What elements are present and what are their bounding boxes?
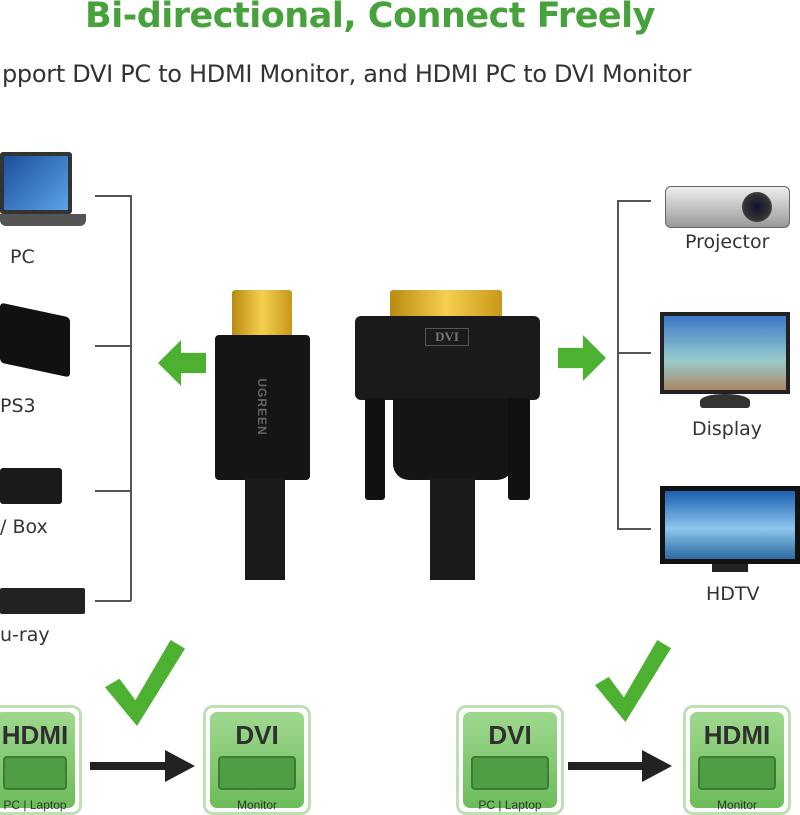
hdmi-source-box: HDMI PC | Laptop [0,705,82,815]
dvi-connector-body [355,316,540,400]
dvi-port-icon [218,756,296,790]
laptop-image [0,152,72,214]
source-label: u-ray [0,624,50,646]
dvi-label: DVI [425,328,469,346]
brand-label: UGREEN [255,378,269,436]
port-type: DVI [488,720,532,750]
source-label: PS3 [0,395,36,417]
dvi-cable [430,478,475,580]
monitor-stand [700,394,750,408]
source-label: / Box [0,516,48,538]
monitor-image [660,312,790,394]
source-label: PC [10,246,35,268]
page-title: Bi-directional, Connect Freely [85,0,655,36]
hdmi-monitor-box: HDMI Monitor [683,705,791,815]
arrow-right-icon [558,335,606,381]
dvi-monitor-box: DVI Monitor [203,705,311,815]
hdmi-cable [245,478,285,580]
port-caption: Monitor [716,798,757,812]
projector-lens [742,192,772,222]
display-label: Projector [685,231,770,253]
thumbscrew-right [508,398,530,500]
hdmi-port-icon [698,756,776,790]
bracket-line [95,345,131,347]
arrow-head [642,750,672,782]
hdmi-plug [232,290,292,338]
hdmi-connector-body [215,335,310,480]
bracket-line [95,600,131,602]
checkmark-icon [595,640,671,722]
dvi-source-box: DVI PC | Laptop [456,705,564,815]
dvi-port-icon [471,756,549,790]
port-caption: PC | Laptop [478,798,542,812]
port-type: HDMI [1,720,69,750]
hdtv-stand [712,564,748,572]
bracket-line [95,195,131,197]
port-type: DVI [235,720,279,750]
arrow-right-icon [90,762,170,770]
port-type: HDMI [703,720,771,750]
port-caption: Monitor [236,798,277,812]
left-bracket [130,195,132,601]
checkmark-icon [105,640,185,726]
bracket-line [617,528,651,530]
bracket-line [617,200,651,202]
port-caption: PC | Laptop [3,798,67,812]
thumbscrew-left [365,398,385,500]
arrow-head [165,750,195,782]
bracket-line [95,490,131,492]
hdmi-port-icon [3,756,67,790]
dvi-pins [390,290,502,320]
dvi-housing [393,398,513,480]
blu-ray-image [0,588,85,614]
right-bracket [617,200,619,530]
ps3-image [0,302,70,378]
display-label: Display [692,418,763,440]
arrow-right-icon [568,762,646,770]
arrow-left-icon [158,340,206,386]
subtitle: pport DVI PC to HDMI Monitor, and HDMI P… [2,60,692,88]
display-label: HDTV [706,583,760,605]
bracket-line [617,352,651,354]
laptop-base [0,214,86,226]
hdtv-image [660,486,800,564]
tv-box-image [0,468,62,504]
